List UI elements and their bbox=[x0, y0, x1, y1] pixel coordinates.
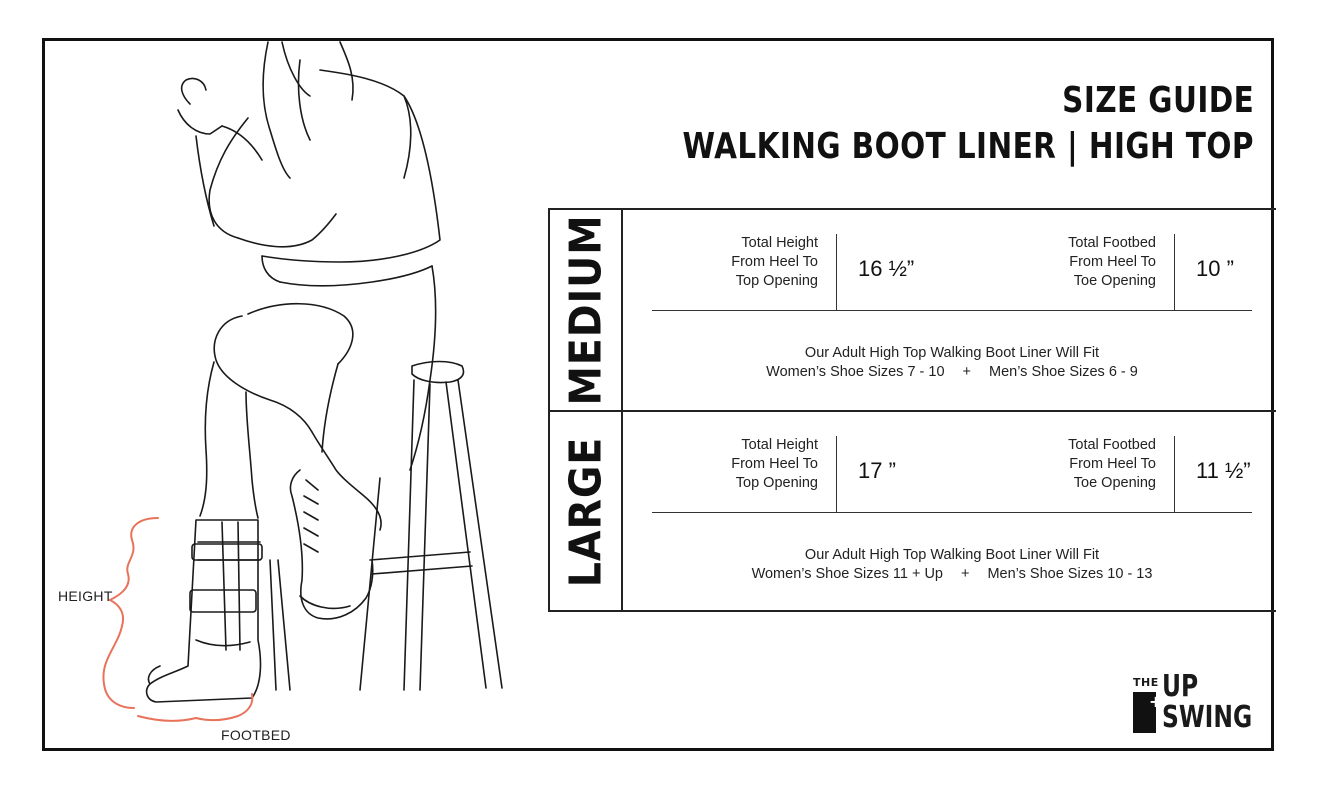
womens-sizes: Women’s Shoe Sizes 7 - 10 bbox=[766, 364, 945, 380]
plus-sign: + bbox=[961, 566, 970, 582]
woman-with-walking-boot-illustration bbox=[102, 41, 503, 722]
size-row-large: LARGE Total Height From Heel To Top Open… bbox=[550, 410, 1276, 612]
fit-description: Our Adult High Top Walking Boot Liner Wi… bbox=[652, 344, 1252, 382]
footbed-measure-label: Total Footbed From Heel To Toe Opening bbox=[956, 234, 1156, 291]
height-measure-label: Total Height From Heel To Top Opening bbox=[618, 436, 818, 493]
height-measure-label: Total Height From Heel To Top Opening bbox=[618, 234, 818, 291]
size-label-cell: MEDIUM bbox=[550, 210, 623, 410]
height-label-line: Total Height bbox=[741, 437, 818, 453]
fit-line: Our Adult High Top Walking Boot Liner Wi… bbox=[804, 345, 1100, 361]
divider bbox=[1174, 436, 1175, 512]
mens-sizes: Men’s Shoe Sizes 10 - 13 bbox=[987, 566, 1153, 582]
height-value: 16 ½” bbox=[858, 256, 915, 281]
height-label-line: Top Opening bbox=[735, 475, 818, 491]
product-title: WALKING BOOT LINER | HIGH TOP bbox=[682, 126, 1254, 167]
fit-line: Our Adult High Top Walking Boot Liner Wi… bbox=[804, 547, 1100, 563]
size-guide-title: SIZE GUIDE bbox=[1061, 80, 1254, 121]
footbed-value: 11 ½” bbox=[1196, 458, 1251, 483]
logo-the-text: THE bbox=[1133, 676, 1159, 689]
guide-frame bbox=[42, 38, 1274, 751]
divider bbox=[836, 234, 837, 310]
logo-up-text: UP bbox=[1162, 669, 1199, 704]
height-label-line: From Heel To bbox=[731, 456, 818, 472]
footbed-label-line: Total Footbed bbox=[1068, 235, 1156, 251]
footbed-label-line: From Heel To bbox=[1069, 254, 1156, 270]
divider bbox=[1174, 234, 1175, 310]
size-name: LARGE bbox=[560, 436, 611, 588]
footbed-label-line: Toe Opening bbox=[1073, 475, 1156, 491]
footbed-label-line: Total Footbed bbox=[1068, 437, 1156, 453]
footbed-label-line: Toe Opening bbox=[1073, 273, 1156, 289]
height-label-line: Total Height bbox=[741, 235, 818, 251]
the-upswing-logo: THE UP + SWING bbox=[1133, 669, 1257, 735]
footbed-value: 10 ” bbox=[1196, 256, 1234, 281]
height-value: 17 ” bbox=[858, 458, 896, 483]
height-annotation-label: HEIGHT bbox=[58, 588, 113, 604]
logo-plus-icon: + bbox=[1149, 692, 1163, 711]
size-name: MEDIUM bbox=[560, 214, 611, 406]
fit-description: Our Adult High Top Walking Boot Liner Wi… bbox=[652, 546, 1252, 584]
row-divider bbox=[652, 512, 1252, 513]
size-table: MEDIUM Total Height From Heel To Top Ope… bbox=[548, 208, 1276, 612]
logo-block bbox=[1133, 692, 1156, 733]
height-label-line: Top Opening bbox=[735, 273, 818, 289]
footbed-annotation-label: FOOTBED bbox=[221, 727, 291, 743]
womens-sizes: Women’s Shoe Sizes 11 + Up bbox=[751, 566, 943, 582]
logo-swing-text: SWING bbox=[1162, 700, 1253, 735]
footbed-label-line: From Heel To bbox=[1069, 456, 1156, 472]
footbed-measure-label: Total Footbed From Heel To Toe Opening bbox=[956, 436, 1156, 493]
height-label-line: From Heel To bbox=[731, 254, 818, 270]
row-divider bbox=[652, 310, 1252, 311]
plus-sign: + bbox=[962, 364, 971, 380]
size-label-cell: LARGE bbox=[550, 412, 623, 612]
divider bbox=[836, 436, 837, 512]
size-row-medium: MEDIUM Total Height From Heel To Top Ope… bbox=[550, 210, 1276, 410]
mens-sizes: Men’s Shoe Sizes 6 - 9 bbox=[989, 364, 1138, 380]
